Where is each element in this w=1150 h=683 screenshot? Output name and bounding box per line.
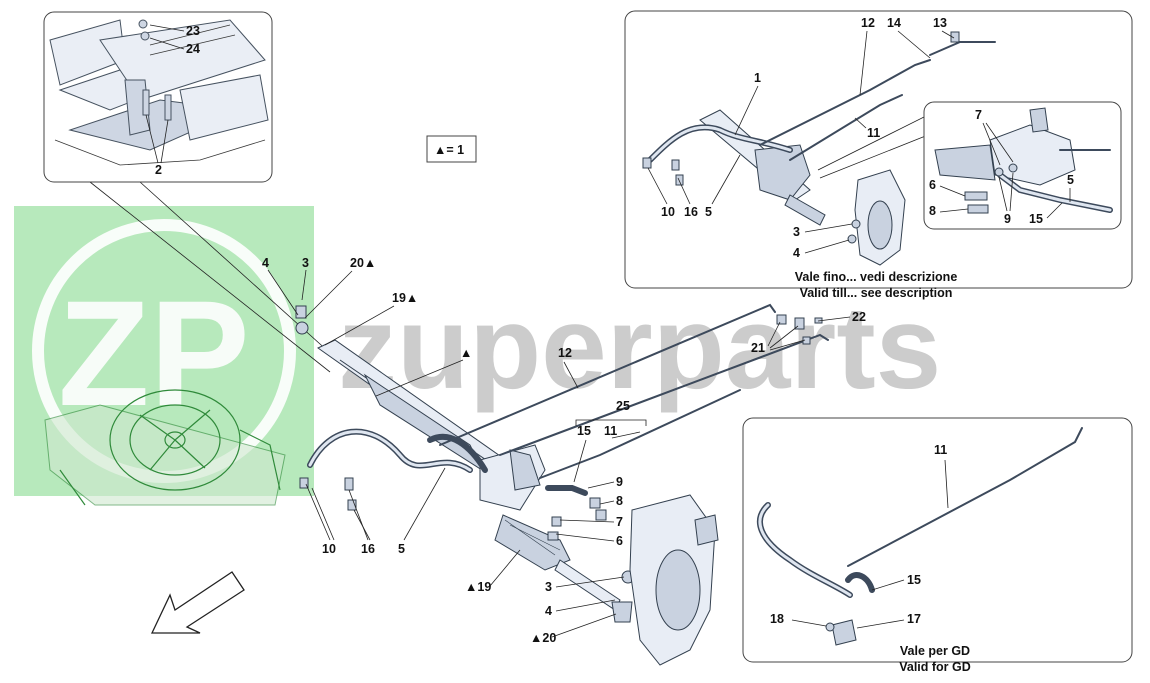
label-11-gd: 11 bbox=[934, 443, 947, 457]
label-8-inset: 8 bbox=[929, 204, 936, 218]
label-2: 2 bbox=[155, 163, 162, 177]
label-1: 1 bbox=[754, 71, 761, 85]
label-6-inset: 6 bbox=[929, 178, 936, 192]
label-16-inset: 16 bbox=[684, 205, 698, 219]
inset-bottom-right-caption-en: Valid for GD bbox=[899, 660, 971, 674]
label-11-main: 11 bbox=[604, 424, 617, 438]
watermark-brand-text: zuperparts bbox=[338, 282, 941, 414]
label-7-main: 7 bbox=[616, 515, 623, 529]
inset-detail-pump: 7 6 8 9 15 5 bbox=[923, 101, 1122, 230]
label-18: 18 bbox=[770, 612, 784, 626]
label-15-inset: 15 bbox=[1029, 212, 1043, 226]
label-3-main: 3 bbox=[545, 580, 552, 594]
label-5-main: 5 bbox=[398, 542, 405, 556]
inset-top-right-caption-it: Vale fino... vedi descrizione bbox=[795, 270, 958, 284]
direction-arrow bbox=[150, 571, 245, 634]
label-8-main: 8 bbox=[616, 494, 623, 508]
inset-top-left-drawing bbox=[49, 19, 269, 166]
inset-bottom-right-frame bbox=[742, 417, 1133, 663]
label-24: 24 bbox=[186, 42, 200, 56]
label-12-inset: 12 bbox=[861, 16, 875, 30]
label-3-inset: 3 bbox=[793, 225, 800, 239]
legend-text: ▲= 1 bbox=[434, 143, 464, 157]
label-6-main: 6 bbox=[616, 534, 623, 548]
label-12-main: 12 bbox=[558, 346, 572, 360]
radiator-fan-assembly bbox=[44, 389, 286, 506]
label-22: 22 bbox=[852, 310, 866, 324]
inset-bottom-right: 11 15 18 17 Vale per GD Valid for GD bbox=[742, 417, 1133, 674]
label-5-inset: 5 bbox=[705, 205, 712, 219]
hub-carrier-main bbox=[629, 494, 719, 666]
label-19-bottom: ▲19 bbox=[465, 580, 491, 594]
label-10-inset: 10 bbox=[661, 205, 675, 219]
main-labels: 4 3 20▲ 19▲ ▲ 12 25 15 11 9 8 7 6 3 4 ▲1… bbox=[262, 256, 866, 645]
label-7-inset: 7 bbox=[975, 108, 982, 122]
label-23: 23 bbox=[186, 24, 200, 38]
label-4-top: 4 bbox=[262, 256, 269, 270]
label-20-top: 20▲ bbox=[350, 256, 376, 270]
label-triangle: ▲ bbox=[460, 346, 472, 360]
label-13: 13 bbox=[933, 16, 947, 30]
label-11-inset: 11 bbox=[867, 126, 880, 140]
label-17: 17 bbox=[907, 612, 921, 626]
inset-top-left: 23 24 2 bbox=[43, 11, 341, 373]
label-20-bottom: ▲20 bbox=[530, 631, 556, 645]
label-21: 21 bbox=[751, 341, 765, 355]
label-5-subinset: 5 bbox=[1067, 173, 1074, 187]
inset-top-right-caption-en: Valid till... see description bbox=[800, 286, 953, 300]
steering-rack-main bbox=[295, 303, 829, 623]
label-15-main: 15 bbox=[577, 424, 591, 438]
label-25: 25 bbox=[616, 399, 630, 413]
label-3-top: 3 bbox=[302, 256, 309, 270]
label-19-top: 19▲ bbox=[392, 291, 418, 305]
legend: ▲= 1 bbox=[426, 135, 477, 163]
label-9-inset: 9 bbox=[1004, 212, 1011, 226]
inset-bottom-right-caption-it: Vale per GD bbox=[900, 644, 970, 658]
label-4-main: 4 bbox=[545, 604, 552, 618]
label-10-main: 10 bbox=[322, 542, 336, 556]
label-4-inset: 4 bbox=[793, 246, 800, 260]
label-16-main: 16 bbox=[361, 542, 375, 556]
label-14: 14 bbox=[887, 16, 901, 30]
label-9-main: 9 bbox=[616, 475, 623, 489]
label-15-gd: 15 bbox=[907, 573, 921, 587]
